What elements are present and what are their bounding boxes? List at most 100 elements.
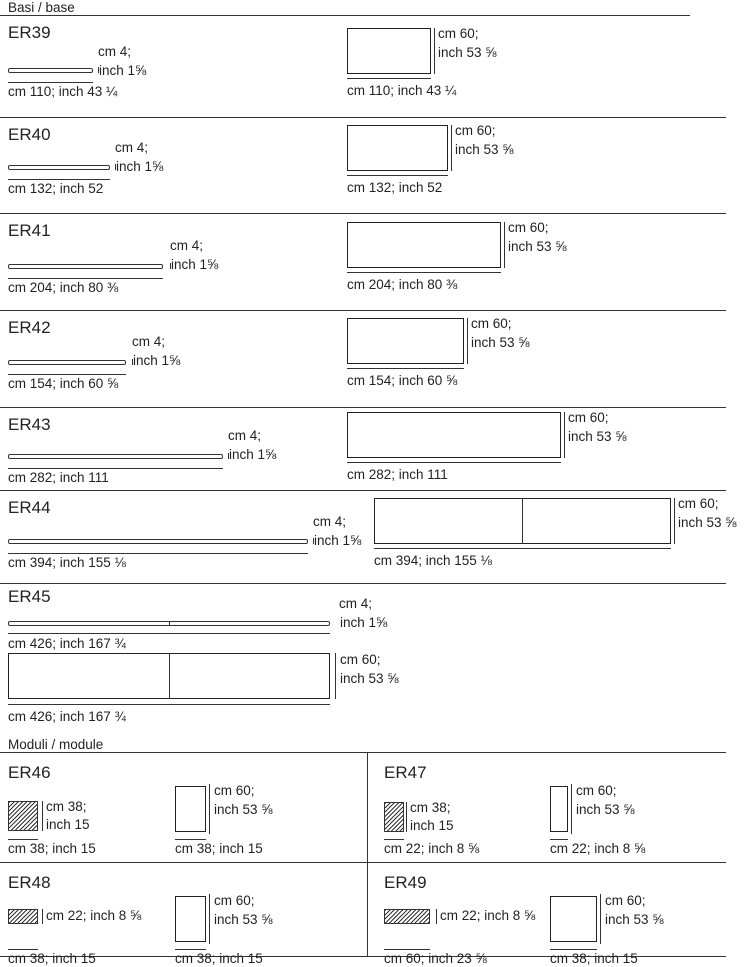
- elevation-width-label: cm 154; inch 60 ⅝: [347, 373, 458, 388]
- height-cm: cm 60;: [214, 783, 255, 798]
- module-column-divider: [367, 752, 368, 957]
- height-cm: cm 60;: [471, 316, 512, 331]
- depth-cm: cm 4;: [228, 428, 262, 443]
- plan-side-label: cm 22; inch 8 ⅝: [440, 908, 536, 923]
- plan-width-label: cm 204; inch 80 ⅜: [8, 280, 119, 295]
- width-dimension-line: [347, 368, 464, 369]
- row-separator: [0, 213, 726, 214]
- depth-tick: [228, 453, 229, 459]
- height-cm: cm 60;: [340, 652, 381, 667]
- product-code-er45: ER45: [8, 587, 51, 606]
- depth-cm: cm 4;: [339, 596, 373, 611]
- elevation-width-label: cm 22; inch 8 ⅝: [550, 841, 646, 856]
- depth-inch: inch 1⅝: [314, 533, 362, 548]
- plan-width-label: cm 60; inch 23 ⅝: [384, 951, 487, 966]
- depth-cm: cm 4;: [170, 238, 204, 253]
- row-separator: [0, 310, 726, 311]
- plan-side-cm: cm 38;: [46, 799, 87, 814]
- depth-cm: cm 4;: [98, 44, 132, 59]
- elevation-width-label: cm 38; inch 15: [175, 951, 263, 966]
- height-dimension-line: [467, 318, 468, 364]
- elevation-drawing: [175, 896, 206, 942]
- plan-drawing: [384, 909, 430, 924]
- height-inch: inch 53 ⅝: [214, 912, 273, 927]
- product-code-er41: ER41: [8, 221, 51, 240]
- depth-cm: cm 4;: [115, 140, 149, 155]
- width-dimension-line: [8, 949, 38, 950]
- plan-side-label: cm 22; inch 8 ⅝: [46, 908, 142, 923]
- height-cm: cm 60;: [568, 410, 609, 425]
- elevation-drawing: [347, 318, 464, 364]
- plan-drawing: [8, 539, 308, 544]
- side-dimension-line: [436, 909, 437, 924]
- plan-drawing: [384, 802, 404, 832]
- height-inch: inch 53 ⅝: [455, 142, 514, 157]
- plan-drawing: [8, 68, 93, 73]
- width-dimension-line: [374, 548, 671, 549]
- plan-drawing: [8, 264, 163, 269]
- module-divider: [169, 621, 170, 626]
- plan-drawing: [8, 801, 38, 831]
- depth-inch: inch 1⅝: [99, 63, 147, 78]
- height-cm: cm 60;: [605, 893, 646, 908]
- elevation-width-label: cm 394; inch 155 ⅛: [374, 553, 492, 568]
- width-dimension-line: [175, 839, 206, 840]
- product-code-er39: ER39: [8, 23, 51, 42]
- plan-drawing: [8, 909, 38, 924]
- height-inch: inch 53 ⅝: [508, 239, 567, 254]
- height-inch: inch 53 ⅝: [568, 429, 627, 444]
- width-dimension-line: [8, 179, 110, 180]
- depth-inch: inch 1⅝: [171, 257, 219, 272]
- plan-side-inch: inch 15: [46, 817, 90, 832]
- width-dimension-line: [347, 272, 501, 273]
- height-cm: cm 60;: [455, 123, 496, 138]
- elevation-width-label: cm 110; inch 43 ¼: [347, 83, 457, 98]
- corner-note: YOU CAN REST: [612, 0, 694, 3]
- side-dimension-line: [42, 909, 43, 924]
- width-dimension-line: [8, 278, 163, 279]
- depth-tick: [132, 359, 133, 365]
- plan-side-inch: inch 15: [410, 818, 454, 833]
- width-dimension-line: [550, 839, 568, 840]
- side-dimension-line: [406, 802, 407, 832]
- height-inch: inch 53 ⅝: [340, 671, 399, 686]
- product-code-er42: ER42: [8, 318, 51, 337]
- height-dimension-line: [600, 894, 601, 944]
- width-dimension-line: [175, 949, 206, 950]
- elevation-width-label: cm 132; inch 52: [347, 180, 443, 195]
- height-inch: inch 53 ⅝: [214, 802, 273, 817]
- height-inch: inch 53 ⅝: [678, 515, 737, 530]
- width-dimension-line: [8, 633, 330, 634]
- plan-drawing: [8, 454, 223, 459]
- plan-width-label: cm 154; inch 60 ⅝: [8, 376, 119, 391]
- row-separator: [0, 490, 726, 491]
- depth-tick: [170, 263, 171, 269]
- elevation-width-label: cm 38; inch 15: [550, 951, 638, 966]
- depth-inch: inch 1⅝: [133, 353, 181, 368]
- plan-side-cm: cm 38;: [410, 800, 451, 815]
- elevation-drawing: [550, 786, 568, 832]
- row-separator: [0, 862, 726, 863]
- section-heading-moduli: Moduli / module: [8, 737, 104, 752]
- width-dimension-line: [8, 553, 308, 554]
- row-separator: [0, 407, 726, 408]
- width-dimension-line: [8, 374, 126, 375]
- product-code-er44: ER44: [8, 498, 51, 517]
- header-rule: [0, 15, 690, 16]
- height-dimension-line: [209, 784, 210, 834]
- depth-tick: [98, 67, 99, 73]
- height-inch: inch 53 ⅝: [576, 802, 635, 817]
- width-dimension-line: [8, 468, 223, 469]
- width-dimension-line: [8, 82, 93, 83]
- product-code-er40: ER40: [8, 125, 51, 144]
- depth-cm: cm 4;: [132, 334, 166, 349]
- plan-width-label: cm 394; inch 155 ⅛: [8, 555, 126, 570]
- height-dimension-line: [571, 784, 572, 834]
- side-dimension-line: [42, 801, 43, 831]
- plan-width-label: cm 22; inch 8 ⅝: [384, 841, 480, 856]
- plan-drawing: [8, 165, 110, 170]
- height-inch: inch 53 ⅝: [471, 335, 530, 350]
- depth-tick: [115, 164, 116, 170]
- row-separator: [0, 117, 726, 118]
- module-divider: [169, 653, 170, 699]
